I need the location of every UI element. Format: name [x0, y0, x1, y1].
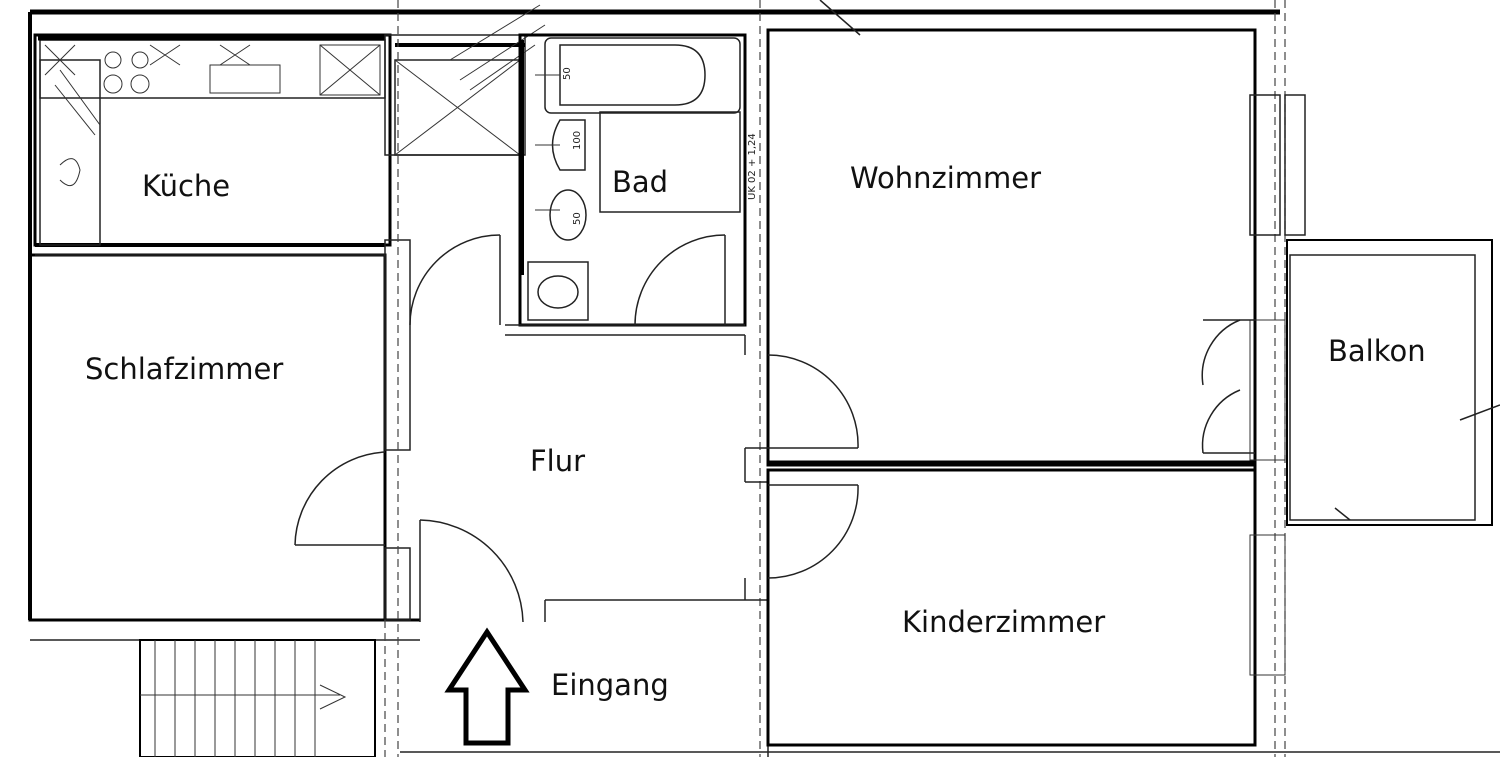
- balcony: [1249, 239, 1500, 526]
- kids-room: [766, 468, 1286, 747]
- svg-text:UK 02 + 1,24: UK 02 + 1,24: [747, 133, 758, 200]
- doors: [294, 234, 1255, 623]
- up-arrow-icon: [444, 627, 530, 746]
- svg-text:50: 50: [572, 212, 583, 225]
- svg-text:50: 50: [562, 67, 573, 80]
- staircase: [139, 620, 386, 757]
- room-label-kueche: Küche: [142, 169, 230, 203]
- room-label-kinderzimmer: Kinderzimmer: [902, 605, 1105, 639]
- living-room: UK 02 + 1,24: [747, 0, 1306, 757]
- bedroom: [28, 239, 411, 622]
- room-label-schlafzimmer: Schlafzimmer: [85, 352, 283, 386]
- room-label-wohnzimmer: Wohnzimmer: [850, 161, 1041, 195]
- kitchen: [33, 33, 392, 247]
- room-label-bad: Bad: [612, 165, 668, 199]
- bathroom: 50 100 50: [518, 33, 747, 327]
- svg-text:100: 100: [572, 131, 583, 150]
- room-label-flur: Flur: [530, 444, 585, 478]
- room-label-eingang: Eingang: [551, 668, 669, 702]
- room-label-balkon: Balkon: [1328, 334, 1426, 368]
